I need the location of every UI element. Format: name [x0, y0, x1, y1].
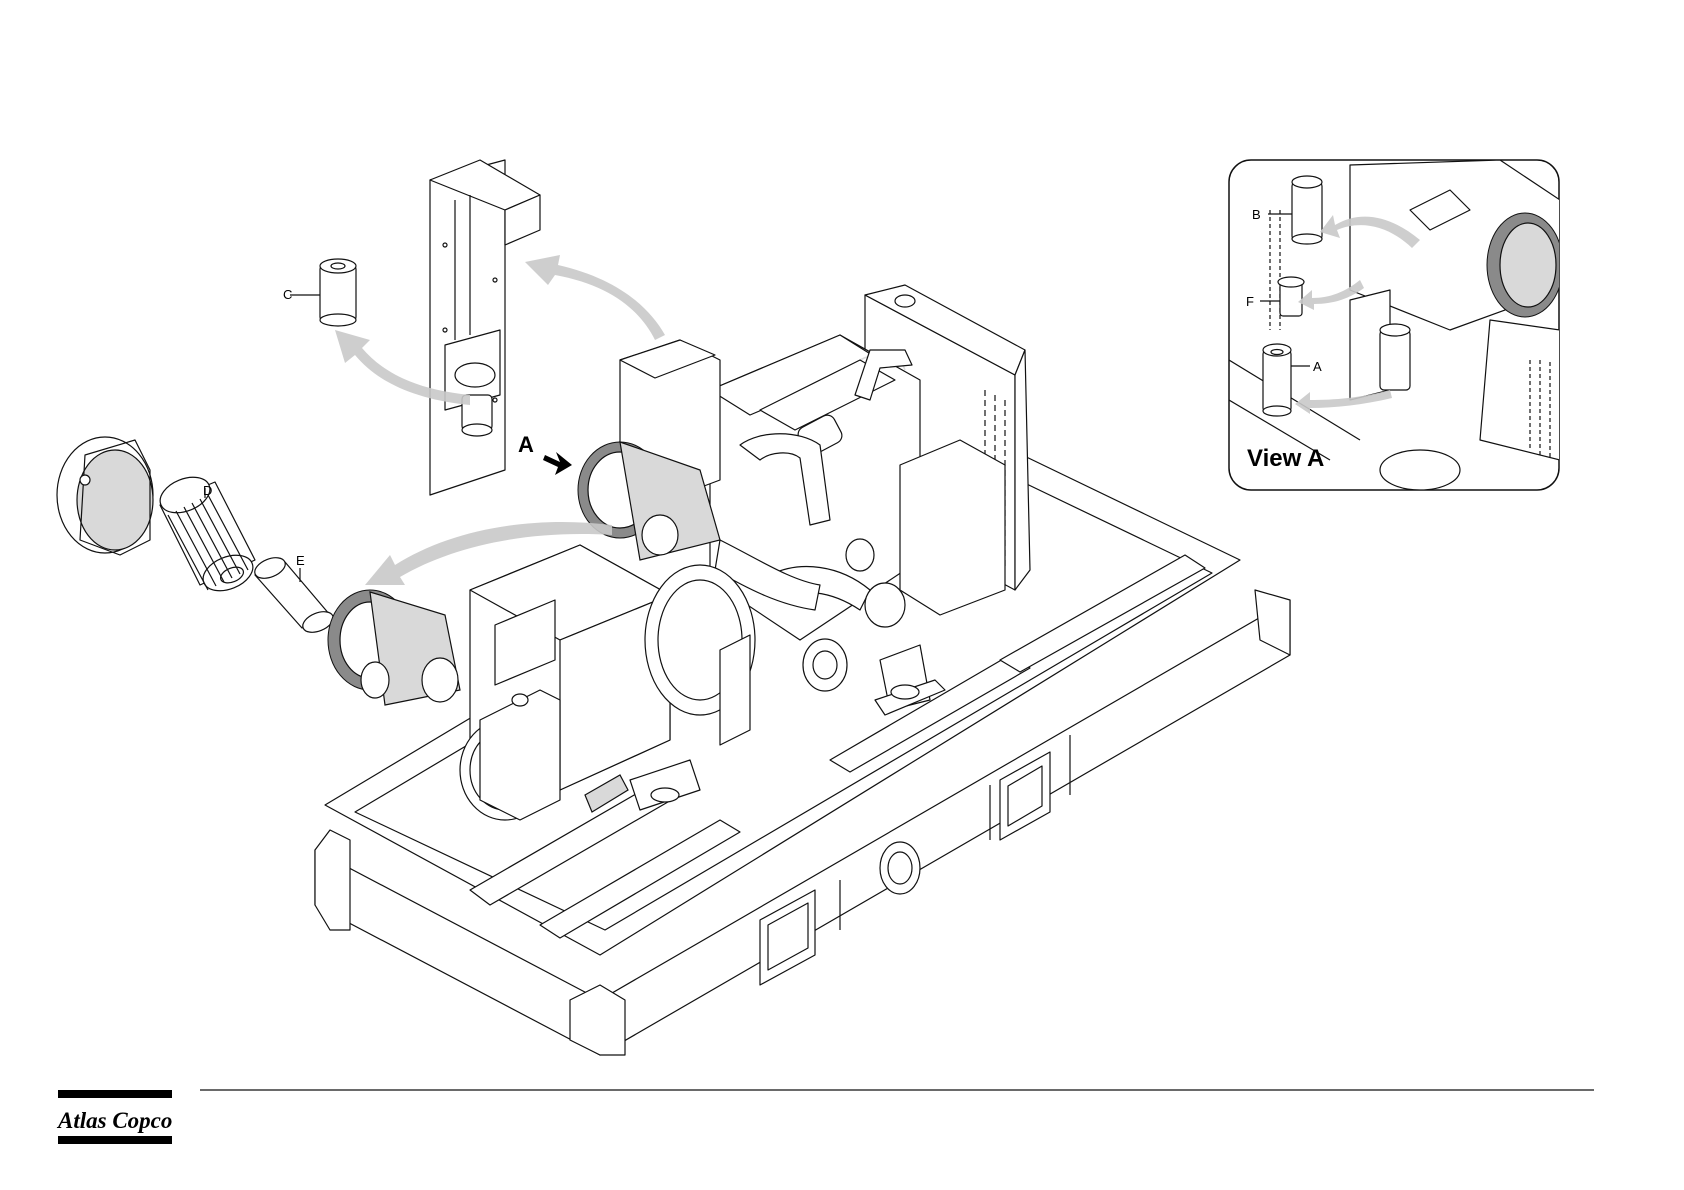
view-arrow-icon — [543, 452, 572, 475]
label-c: C — [283, 287, 292, 302]
label-e: E — [296, 553, 305, 568]
inset-view-a: B F A View A — [1229, 160, 1563, 490]
air-filter-cover — [57, 437, 153, 555]
label-view-arrow: A — [518, 432, 534, 457]
inset-label-f: F — [1246, 294, 1254, 309]
inset-label-a: A — [1313, 359, 1322, 374]
filter-element-e — [252, 554, 336, 637]
filter-c — [290, 259, 356, 326]
air-filter-housing — [328, 590, 460, 705]
inset-label-b: B — [1252, 207, 1261, 222]
inset-title: View A — [1247, 445, 1324, 472]
footer: Atlas Copco — [56, 1090, 1594, 1144]
label-d: D — [203, 483, 212, 498]
svg-text:Atlas Copco: Atlas Copco — [56, 1108, 172, 1133]
curved-arrow-icon — [525, 255, 665, 340]
atlas-copco-logo: Atlas Copco — [56, 1090, 172, 1144]
